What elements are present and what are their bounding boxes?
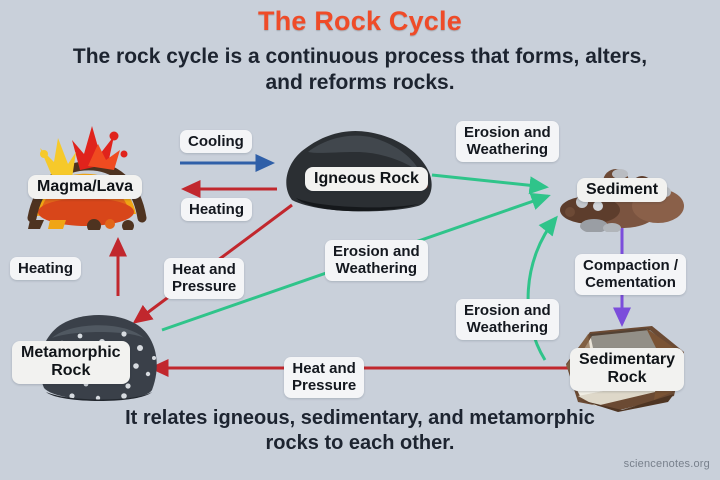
process-label-erosion-sedimentary: Erosion and Weathering <box>456 299 559 340</box>
process-label-erosion-igneous: Erosion and Weathering <box>456 121 559 162</box>
process-label-heat-pressure-sedimentary: Heat and Pressure <box>284 357 365 398</box>
process-label-cooling: Cooling <box>180 130 252 154</box>
process-label-heat-pressure-igneous: Heat and Pressure <box>164 258 245 299</box>
arrow-erosion-sedimentary <box>526 215 558 361</box>
arrow-erosion-igneous <box>431 173 549 195</box>
watermark: sciencenotes.org <box>623 458 710 470</box>
node-label-sedimentary: Sedimentary Rock <box>570 348 685 391</box>
node-label-magma: Magma/Lava <box>28 175 143 200</box>
node-label-igneous: Igneous Rock <box>305 167 428 192</box>
page-caption: It relates igneous, sedimentary, and met… <box>125 407 595 454</box>
page-subtitle: The rock cycle is a continuous process t… <box>72 45 648 94</box>
node-label-sediment: Sediment <box>577 178 668 203</box>
process-label-compaction: Compaction / Cementation <box>575 254 687 295</box>
process-label-heating-igneous: Heating <box>181 198 253 222</box>
process-label-heating-metamorphic: Heating <box>10 257 82 281</box>
process-label-erosion-metamorphic: Erosion and Weathering <box>325 240 428 281</box>
node-label-metamorphic: Metamorphic Rock <box>12 341 130 384</box>
page-title: The Rock Cycle <box>258 6 462 36</box>
